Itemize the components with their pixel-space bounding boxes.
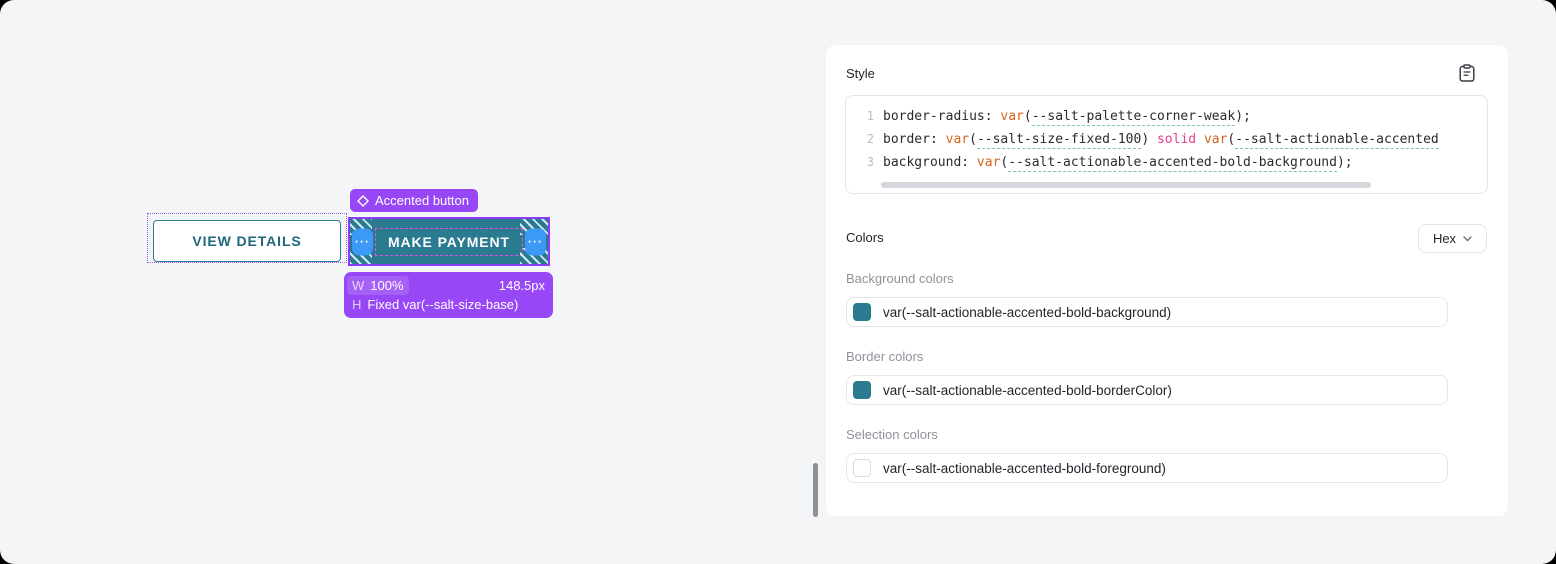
colors-section-title: Colors	[846, 230, 884, 245]
color-value: var(--salt-actionable-accented-bold-back…	[883, 304, 1172, 320]
code-token-variable: --salt-actionable-accented-bold-backgrou…	[1008, 155, 1337, 172]
color-groups: Background colors var(--salt-actionable-a…	[846, 271, 1448, 505]
make-payment-label: MAKE PAYMENT	[374, 227, 524, 256]
measurement-height: H Fixed var(--salt-size-base)	[352, 295, 518, 314]
color-row[interactable]: var(--salt-actionable-accented-bold-bord…	[846, 375, 1448, 405]
color-swatch	[853, 303, 871, 321]
measurement-width-row: W 100% 148.5px	[347, 276, 545, 295]
color-row[interactable]: var(--salt-actionable-accented-bold-back…	[846, 297, 1448, 327]
code-token-variable: --salt-palette-corner-weak	[1031, 109, 1236, 126]
code-token-plain: )	[1141, 132, 1157, 147]
code-text: background: var(--salt-actionable-accent…	[883, 151, 1353, 174]
color-group-label: Border colors	[846, 349, 924, 364]
padding-handle-dots: ···	[355, 234, 370, 249]
code-horizontal-scrollbar[interactable]	[881, 182, 1371, 188]
width-value: 100%	[370, 278, 404, 293]
code-token-function: var	[976, 155, 1001, 170]
code-token-plain: );	[1336, 155, 1353, 170]
code-text: border: var(--salt-size-fixed-100) solid…	[883, 128, 1439, 151]
clipboard-icon	[1459, 64, 1475, 82]
color-swatch	[853, 459, 871, 477]
padding-handle-left[interactable]: ···	[352, 228, 373, 255]
component-diamond-icon	[357, 194, 369, 207]
view-details-selection-outline	[147, 213, 347, 263]
code-token-plain: );	[1235, 109, 1251, 124]
padding-handle-dots: ···	[528, 234, 543, 249]
width-key: W	[352, 278, 365, 293]
style-section-title: Style	[846, 66, 875, 81]
code-token-keyword: solid	[1156, 132, 1197, 147]
component-badge-label: Accented button	[375, 193, 469, 208]
width-pixels: 148.5px	[498, 278, 545, 293]
color-value: var(--salt-actionable-accented-bold-fore…	[883, 460, 1166, 476]
color-format-select[interactable]: Hex	[1418, 224, 1487, 253]
measurement-tooltip: W 100% 148.5px H Fixed var(--salt-size-bas…	[344, 272, 553, 318]
view-details-label: VIEW DETAILS	[192, 233, 302, 249]
code-token-function: var	[945, 132, 970, 147]
code-line: 3 background: var(--salt-actionable-accen…	[846, 151, 1487, 174]
code-token-plain: (	[1227, 132, 1236, 147]
code-token-plain: border-radius:	[883, 109, 1001, 124]
line-number: 2	[866, 132, 874, 146]
chevron-down-icon	[1463, 235, 1472, 241]
line-number: 1	[866, 109, 874, 123]
code-token-function: var	[1000, 109, 1024, 124]
measurement-width: W 100%	[347, 276, 409, 295]
color-group-label: Background colors	[846, 271, 954, 286]
code-line: 1 border-radius: var(--salt-palette-corne…	[846, 105, 1487, 128]
code-token-variable: --salt-actionable-accented	[1235, 132, 1439, 149]
color-group-label: Selection colors	[846, 427, 938, 442]
line-number: 3	[866, 155, 874, 169]
height-value: Fixed var(--salt-size-base)	[367, 297, 519, 312]
color-swatch	[853, 381, 871, 399]
code-token-plain: (	[1000, 155, 1009, 170]
color-row[interactable]: var(--salt-actionable-accented-bold-fore…	[846, 453, 1448, 483]
code-text: border-radius: var(--salt-palette-corner…	[883, 105, 1251, 128]
height-key: H	[352, 297, 362, 312]
view-details-button[interactable]: VIEW DETAILS	[153, 220, 341, 262]
color-format-value: Hex	[1432, 231, 1457, 246]
component-badge[interactable]: Accented button	[350, 189, 478, 212]
copy-code-button[interactable]	[1456, 62, 1478, 84]
code-token-variable: --salt-size-fixed-100	[976, 132, 1142, 149]
vertical-scrollbar[interactable]	[813, 463, 818, 517]
measurement-height-row: H Fixed var(--salt-size-base)	[352, 295, 545, 314]
make-payment-selection[interactable]: ··· MAKE PAYMENT ···	[348, 217, 550, 266]
code-token-plain	[1196, 132, 1204, 147]
code-token-plain: background:	[883, 155, 977, 170]
code-token-plain: (	[1023, 109, 1032, 124]
code-token-function: var	[1203, 132, 1228, 147]
color-value: var(--salt-actionable-accented-bold-bord…	[883, 382, 1172, 398]
padding-handle-right[interactable]: ···	[525, 228, 546, 255]
code-token-plain: border:	[883, 132, 946, 147]
make-payment-button[interactable]: ··· MAKE PAYMENT ···	[350, 219, 548, 264]
code-token-plain: (	[969, 132, 977, 147]
